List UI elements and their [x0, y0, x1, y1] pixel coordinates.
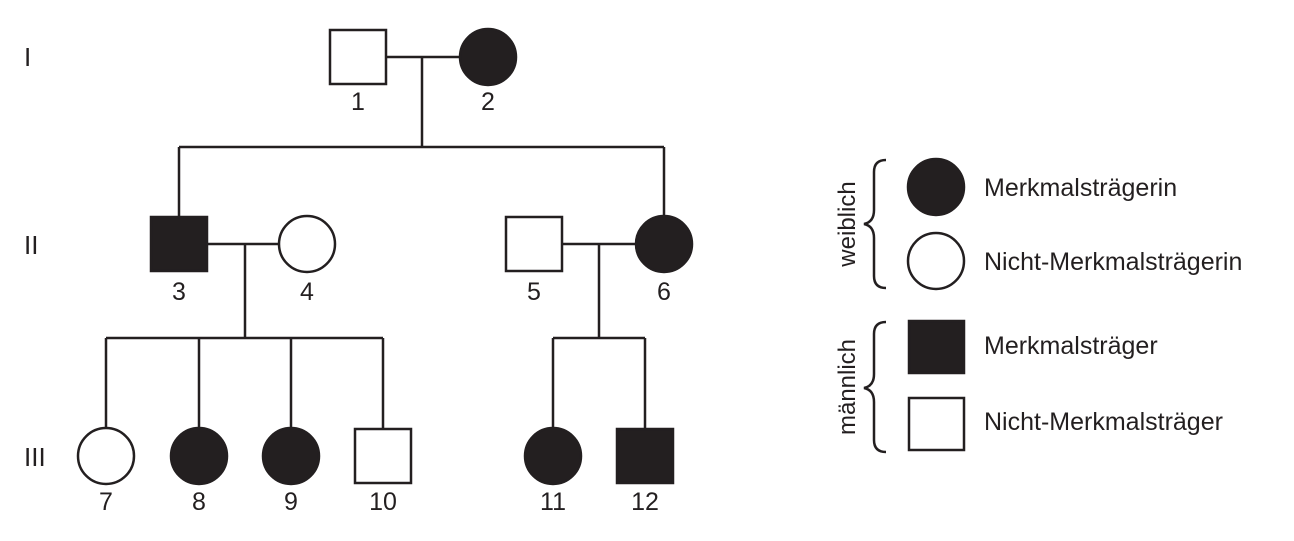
legend-label-male-unaffected: Nicht-Merkmalsträger	[984, 408, 1223, 436]
individual-number-6: 6	[657, 278, 671, 306]
individual-number-10: 10	[369, 488, 397, 516]
individual-number-5: 5	[527, 278, 541, 306]
individual-number-8: 8	[192, 488, 206, 516]
individual-number-2: 2	[481, 88, 495, 116]
individual-10-square	[353, 427, 413, 485]
pedigree-individuals	[76, 27, 694, 486]
individual-8-circle	[169, 426, 229, 486]
legend-label-male-affected: Merkmalsträger	[984, 332, 1158, 360]
individual-3-square	[149, 215, 209, 273]
individual-5-square	[504, 215, 564, 273]
legend-symbol-female-unaffected	[906, 231, 966, 291]
individual-11-circle	[523, 426, 583, 486]
legend-symbol-male-affected	[907, 319, 966, 375]
legend: weiblich männlich Merkmalsträgerin Nicht…	[834, 157, 1242, 454]
individual-number-1: 1	[351, 88, 365, 116]
legend-brace-male	[863, 320, 887, 454]
legend-label-female-affected: Merkmalsträgerin	[984, 174, 1177, 202]
individual-7-circle	[76, 426, 136, 486]
legend-group-label-male: männlich	[834, 339, 861, 435]
individual-number-3: 3	[172, 278, 186, 306]
individual-12-square	[615, 427, 675, 485]
individual-number-12: 12	[631, 488, 659, 516]
individual-numbers: 1 2 3 4 5 6 7 8 9 10 11 12	[99, 88, 671, 516]
legend-symbol-male-unaffected	[907, 396, 966, 452]
legend-label-female-unaffected: Nicht-Merkmalsträgerin	[984, 248, 1242, 276]
individual-1-square	[328, 28, 388, 86]
generation-label-i: I	[24, 42, 31, 72]
individual-number-11: 11	[540, 488, 566, 516]
individual-4-circle	[277, 214, 337, 274]
pedigree-lines	[104, 55, 666, 429]
legend-group-label-female: weiblich	[834, 181, 861, 267]
individual-6-circle	[634, 214, 694, 274]
individual-number-7: 7	[99, 488, 113, 516]
individual-9-circle	[261, 426, 321, 486]
legend-brace-female	[863, 158, 887, 290]
legend-symbol-female-affected	[906, 157, 966, 217]
individual-number-9: 9	[284, 488, 298, 516]
generation-label-iii: III	[24, 442, 46, 472]
generation-label-ii: II	[24, 230, 38, 260]
individual-2-circle	[458, 27, 518, 87]
individual-number-4: 4	[300, 278, 314, 306]
